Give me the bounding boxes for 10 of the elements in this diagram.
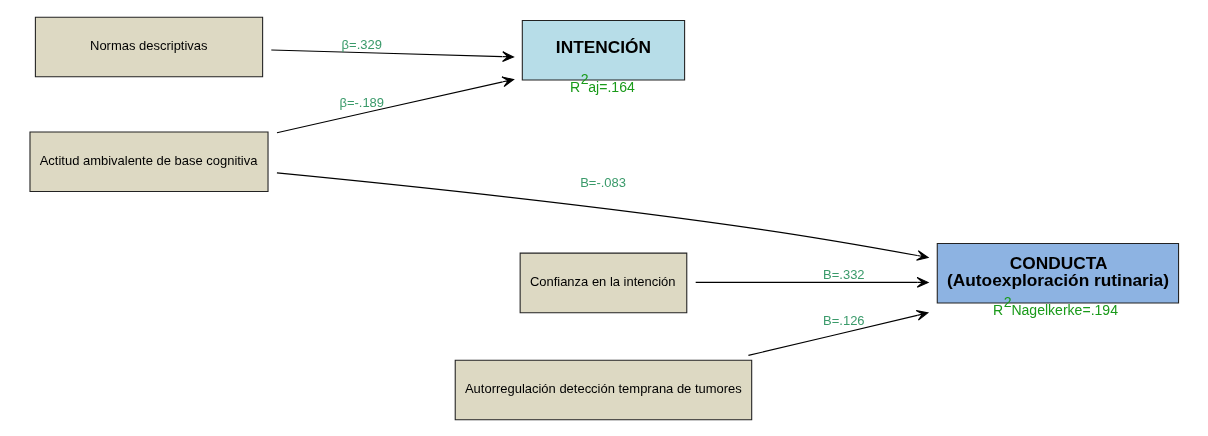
arrow bbox=[276, 76, 515, 134]
edge-label: B=.126 bbox=[823, 313, 865, 329]
arrow bbox=[695, 276, 929, 288]
edge-label: β=-.189 bbox=[339, 94, 385, 110]
edge-label: β=.329 bbox=[341, 37, 382, 53]
edge-label: B=-.083 bbox=[580, 174, 626, 190]
arrow bbox=[270, 49, 515, 62]
edge-label: B=.332 bbox=[823, 266, 865, 282]
arrow bbox=[276, 172, 929, 261]
arrow bbox=[747, 310, 929, 356]
